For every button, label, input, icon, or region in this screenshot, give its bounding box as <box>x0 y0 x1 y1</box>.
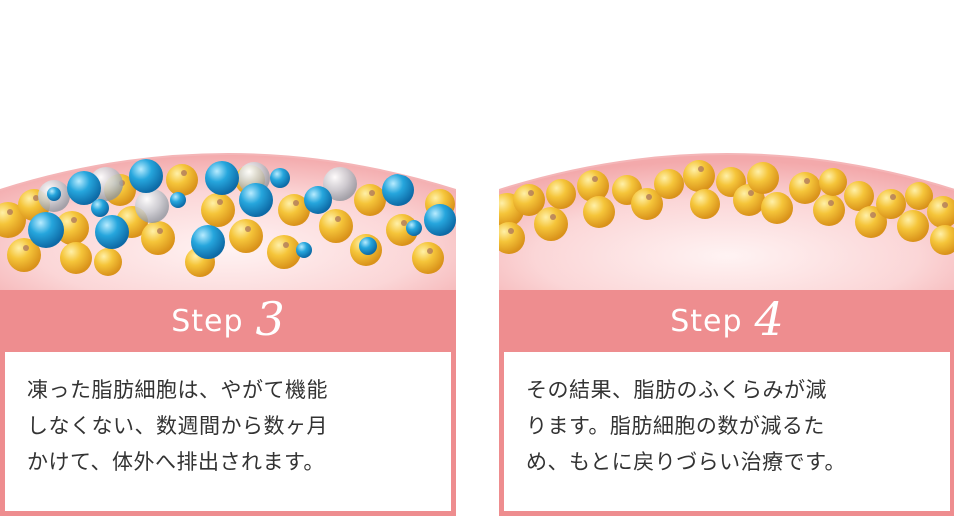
step-3-panel: Step 3 凍った脂肪細胞は、やがて機能 しなくない、数週間から数ヶ月 かけて… <box>0 0 456 516</box>
step-label: Step <box>171 303 244 339</box>
description-line: め、もとに戻りづらい治療です。 <box>526 450 846 474</box>
description-line: 凍った脂肪細胞は、やがて機能 <box>27 378 328 402</box>
step-4-header: Step 4 <box>499 290 954 352</box>
description-line: かけて、体外へ排出されます。 <box>27 450 325 474</box>
step-number: 4 <box>754 292 784 346</box>
step-4-description: その結果、脂肪のふくらみが減 ります。脂肪細胞の数が減るた め、もとに戻りづらい… <box>499 352 954 516</box>
step-4-panel: Step 4 その結果、脂肪のふくらみが減 ります。脂肪細胞の数が減るた め、も… <box>499 0 954 516</box>
step-3-header: Step 3 <box>0 290 456 352</box>
description-line: ります。脂肪細胞の数が減るた <box>526 414 825 438</box>
description-line: その結果、脂肪のふくらみが減 <box>526 378 827 402</box>
description-line: しなくない、数週間から数ヶ月 <box>27 414 328 438</box>
fat-freezing-illustration <box>0 153 456 290</box>
step-label: Step <box>670 303 743 339</box>
step-3-description: 凍った脂肪細胞は、やがて機能 しなくない、数週間から数ヶ月 かけて、体外へ排出さ… <box>0 352 456 516</box>
cell-layer <box>499 160 954 255</box>
step-number: 3 <box>255 292 285 346</box>
reduced-fat-illustration <box>499 153 954 290</box>
cell-cluster <box>0 159 456 277</box>
